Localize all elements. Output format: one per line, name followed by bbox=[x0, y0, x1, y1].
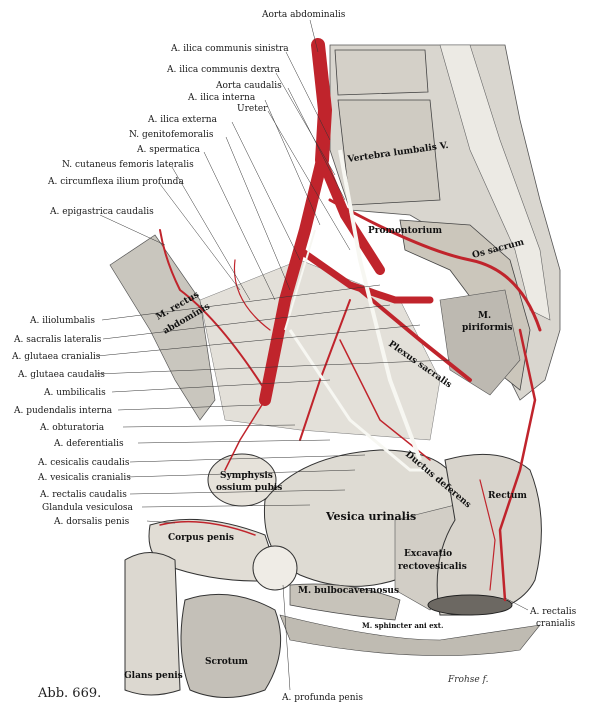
bulbocavernosus-shape bbox=[289, 583, 401, 621]
genitofemoralis-line bbox=[284, 229, 316, 331]
label-aorta-abdominalis: Aorta abdominalis bbox=[261, 10, 346, 20]
perineum-shape bbox=[279, 614, 541, 656]
label-aorta-caudalis: Aorta caudalis bbox=[215, 81, 282, 91]
rectum-shape bbox=[436, 453, 542, 616]
illustration bbox=[109, 44, 561, 698]
label-rectalis-caudalis: A. rectalis caudalis bbox=[39, 490, 127, 500]
organ-excavatio-1: Excavatio bbox=[404, 549, 452, 559]
sacralis-vessel bbox=[328, 198, 542, 332]
organ-glans: Glans penis bbox=[124, 671, 183, 681]
label-iliolumbalis: A. iliolumbalis bbox=[29, 316, 95, 326]
piriformis-shape bbox=[439, 289, 521, 396]
ilica-communis-sinistra-vessel bbox=[317, 155, 385, 275]
label-pudendalis-interna: A. pudendalis interna bbox=[13, 406, 113, 416]
scrotum-shape bbox=[180, 593, 282, 698]
top-labels: Aorta abdominalis A. ilica communis sini… bbox=[47, 10, 346, 217]
organ-m-piriformis-1: M. bbox=[478, 311, 491, 321]
organ-bulbo: M. bulbocavernosus bbox=[298, 586, 399, 596]
figure-label: Abb. 669. bbox=[37, 686, 101, 701]
label-ilica-communis-sinistra: A. ilica communis sinistra bbox=[170, 44, 289, 54]
organ-promontorium: Promontorium bbox=[368, 226, 442, 236]
label-ilica-externa: A. ilica externa bbox=[147, 115, 218, 125]
nerves-ureter bbox=[284, 149, 430, 472]
label-epigastrica: A. epigastrica caudalis bbox=[49, 207, 154, 217]
pudendalis-vessel bbox=[224, 399, 266, 471]
ilica-communis-dextra-vessel bbox=[259, 154, 328, 406]
organ-symphysis-2: ossium pubis bbox=[216, 483, 282, 493]
ductus-deferens-line bbox=[288, 329, 430, 472]
ureter-line bbox=[338, 149, 422, 461]
label-deferentialis: A. deferentialis bbox=[53, 439, 124, 449]
left-labels: A. iliolumbalis A. sacralis lateralis A.… bbox=[11, 316, 134, 527]
organ-m-piriformis-2: piriformis bbox=[462, 323, 513, 333]
organ-rectum: Rectum bbox=[488, 491, 527, 501]
arteries bbox=[159, 38, 542, 602]
organ-corpus: Corpus penis bbox=[168, 533, 234, 543]
organ-symphysis-1: Symphysis bbox=[220, 471, 273, 481]
label-obturatoria: A. obturatoria bbox=[39, 423, 105, 433]
organ-excavatio-2: rectovesicalis bbox=[398, 562, 467, 572]
label-circumflexa: A. circumflexa ilium profunda bbox=[47, 177, 184, 187]
organ-vesica: Vesica urinalis bbox=[325, 510, 416, 523]
label-cesicalis-caudalis: A. cesicalis caudalis bbox=[37, 458, 130, 468]
umbilicalis-vessel bbox=[299, 299, 351, 441]
glans-shape bbox=[124, 552, 181, 696]
label-vesicalis-cranialis: A. vesicalis cranialis bbox=[37, 473, 131, 483]
epigastrica-vessel bbox=[159, 229, 266, 391]
label-spermatica: A. spermatica bbox=[136, 145, 201, 155]
label-genitofemoralis: N. genitofemoralis bbox=[129, 130, 214, 140]
label-rectalis-cranialis-2: cranialis bbox=[536, 619, 576, 629]
circumflexa-vessel bbox=[233, 259, 271, 331]
vertebra-body-upper-shape bbox=[334, 49, 429, 96]
penis-section-shape bbox=[252, 545, 298, 591]
label-sacralis-lateralis: A. sacralis lateralis bbox=[13, 335, 102, 345]
label-ilica-communis-dextra: A. ilica communis dextra bbox=[166, 65, 281, 75]
vertebra-body-shape bbox=[337, 99, 441, 206]
organ-scrotum: Scrotum bbox=[205, 657, 248, 667]
anus-shape bbox=[427, 594, 513, 616]
label-glandula-vesiculosa: Glandula vesiculosa bbox=[42, 503, 134, 513]
rectum-branch-vessel bbox=[479, 479, 496, 591]
label-cutaneus-femoris: N. cutaneus femoris lateralis bbox=[62, 160, 194, 170]
ilica-interna-vessel bbox=[296, 246, 434, 304]
label-ureter: Ureter bbox=[237, 104, 268, 114]
aorta-abdominalis-vessel bbox=[311, 38, 333, 167]
dorsalis-penis-vessel bbox=[159, 520, 256, 536]
artist-signature: Frohse f. bbox=[447, 675, 489, 685]
spinal-canal-shape bbox=[439, 44, 551, 321]
label-ilica-interna: A. ilica interna bbox=[187, 93, 256, 103]
label-glutaea-caudalis: A. glutaea caudalis bbox=[17, 370, 105, 380]
label-rectalis-cranialis-1: A. rectalis bbox=[529, 607, 577, 617]
organ-sphincter: M. sphincter ani ext. bbox=[362, 621, 443, 630]
leader-lines bbox=[95, 19, 529, 691]
label-dorsalis-penis: A. dorsalis penis bbox=[53, 517, 130, 527]
glutaea-vessel bbox=[358, 288, 472, 382]
label-umbilicalis: A. umbilicalis bbox=[43, 388, 106, 398]
rectalis-cranialis-vessel bbox=[498, 328, 537, 602]
label-glutaea-cranialis: A. glutaea cranialis bbox=[11, 352, 101, 362]
label-profunda-penis: A. profunda penis bbox=[281, 693, 363, 703]
